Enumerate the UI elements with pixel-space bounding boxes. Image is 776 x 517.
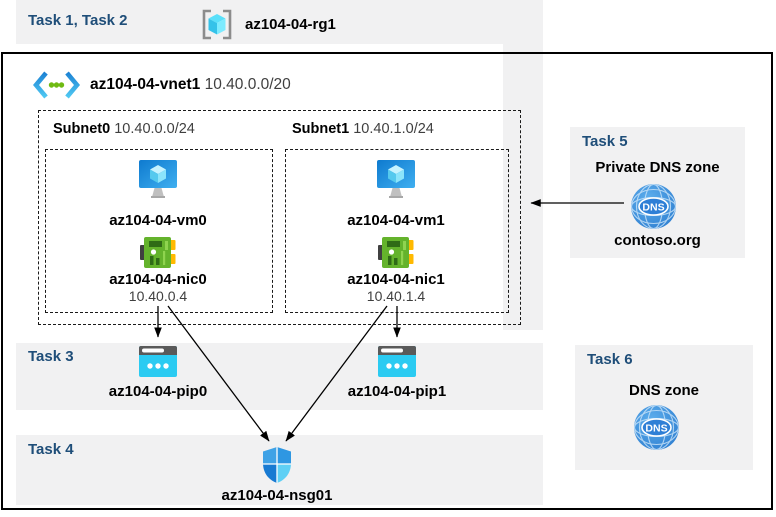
task4-label: Task 4 [28,441,74,458]
pip1-name: az104-04-pip1 [347,383,447,400]
nic0-name: az104-04-nic0 [109,271,207,288]
task6-label: Task 6 [587,351,633,368]
task3-label: Task 3 [28,348,74,365]
vnet-title: az104-04-vnet1 10.40.0.0/20 [90,76,291,94]
dns-zone-title: DNS zone [628,382,699,399]
nic1-icon [378,237,414,268]
subnet1-label: Subnet1 10.40.1.0/24 [292,121,434,137]
task5-label: Task 5 [582,133,628,150]
vnet-cidr: 10.40.0.0/20 [204,76,291,93]
subnet0-box [45,149,273,313]
nic1-name: az104-04-nic1 [347,271,445,288]
nsg-name: az104-04-nsg01 [221,487,333,504]
task-1-2-band-right-column [503,44,543,330]
dns-zone-icon: DNS [634,405,679,450]
vnet-name: az104-04-vnet1 [90,76,201,93]
subnet0-label: Subnet0 10.40.0.0/24 [53,121,195,137]
nic1-ip: 10.40.1.4 [366,288,426,304]
task3-band [16,343,543,410]
contoso-zone-name: contoso.org [614,232,701,249]
task-1-2-label: Task 1, Task 2 [28,12,128,29]
vm0-name: az104-04-vm0 [109,212,207,229]
pip0-icon [139,346,177,377]
vm0-icon [139,160,177,198]
main-diagram-box [1,52,773,510]
private-dns-icon-text: DNS [642,202,664,214]
subnet0-cidr: 10.40.0.0/24 [114,121,195,137]
resource-group-name: az104-04-rg1 [245,16,336,33]
dns-zone-icon-text: DNS [645,423,667,435]
nic0-icon [140,237,176,268]
pip0-name: az104-04-pip0 [108,383,208,400]
task-1-2-band [16,0,543,44]
subnets-outer-box [38,110,521,325]
subnet1-name: Subnet1 [292,121,350,137]
resource-group-icon [202,9,232,40]
subnet0-name: Subnet0 [53,121,111,137]
private-dns-icon: DNS [631,184,676,229]
nsg-icon [263,447,291,483]
subnet1-cidr: 10.40.1.0/24 [353,121,434,137]
vm1-icon [377,160,415,198]
vm1-name: az104-04-vm1 [347,212,445,229]
pip1-icon [378,346,416,377]
nic0-ip: 10.40.0.4 [128,288,188,304]
private-dns-zone-title: Private DNS zone [595,159,720,176]
virtual-network-icon [33,71,80,99]
